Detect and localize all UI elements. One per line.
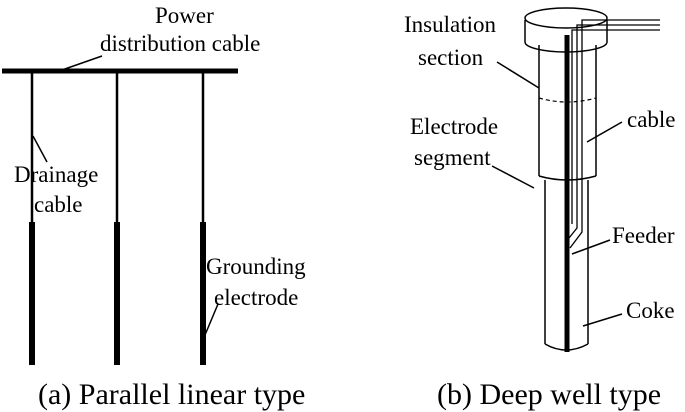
coke-leader [582,313,623,327]
electrode-label-line2: segment [414,145,491,170]
electrode-segment-leader [491,165,535,189]
panel-b: Insulation section Electrode segment cab… [404,7,676,411]
insulation-leader [496,61,540,89]
power-label-line2: distribution cable [100,31,260,56]
power-label-line1: Power [155,3,214,28]
cable-wire-3 [571,29,660,224]
feeder-label: Feeder [612,223,675,248]
caption-a: (a) Parallel linear type [38,378,305,411]
well-cap-top [524,7,608,29]
cable-leader [586,121,623,143]
grounding-label-line2: electrode [214,285,298,310]
cable-label: cable [627,107,676,132]
drainage-label-line2: cable [34,192,83,217]
drainage-cable-leader [32,135,48,163]
coke-label: Coke [626,298,675,323]
grounding-label-line1: Grounding [206,254,306,279]
cable-wire-1 [569,19,660,249]
cable-wire-2 [568,24,660,239]
power-cable-leader [61,55,103,71]
insulation-label-line2: section [418,45,484,70]
caption-b: (b) Deep well type [437,378,661,411]
electrode-label-line1: Electrode [410,114,498,139]
drainage-label-line1: Drainage [14,162,98,187]
feeder-leader [571,239,611,255]
insulation-label-line1: Insulation [404,12,496,37]
grounding-electrode-leader [204,303,219,336]
panel-a: Power distribution cable Drainage cable … [2,3,306,411]
